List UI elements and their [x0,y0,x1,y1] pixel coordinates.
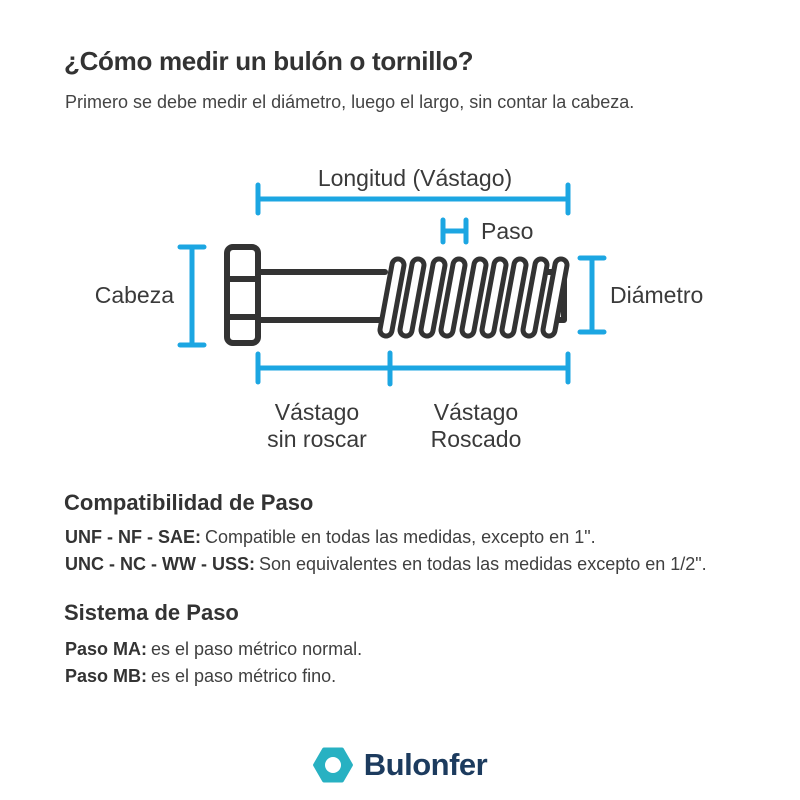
bolt-drawing [224,244,564,346]
plain-shank-label-line2: sin roscar [267,426,367,452]
head-label: Cabeza [95,282,174,308]
pitch-system-item: Paso MB:es el paso métrico fino. [65,663,362,690]
compatibility-item-description: Son equivalentes en todas las medidas ex… [258,554,707,574]
threaded-shank-label-line2: Roscado [431,426,522,452]
page-subtitle: Primero se debe medir el diámetro, luego… [65,92,635,112]
pitch-system-item-term: Paso MA: [65,639,148,659]
section-body-pitch-system: Paso MA:es el paso métrico normal. Paso … [65,636,362,690]
threaded-shank-label-line1: Vástago [434,399,518,425]
section-body-pitch-compatibility: UNF - NF - SAE:Compatible en todas las m… [65,524,707,578]
plain-shank-label-line1: Vástago [275,399,359,425]
head-measure [177,244,207,348]
section-heading-pitch-system: Sistema de Paso [64,600,239,625]
pitch-system-item-term: Paso MB: [65,666,148,686]
bolt-measurement-diagram: Longitud (Vástago) Paso Cabeza Diámetro … [95,165,704,452]
pitch-system-item: Paso MA:es el paso métrico normal. [65,636,362,663]
bolt-threads [386,265,561,330]
pitch-system-item-description: es el paso métrico fino. [151,666,337,686]
compatibility-item: UNC - NC - WW - USS:Son equivalentes en … [65,551,707,578]
diameter-measure [577,255,607,335]
section-heading-pitch-compatibility: Compatibilidad de Paso [64,490,314,515]
compatibility-item-term: UNF - NF - SAE: [65,527,201,547]
hex-nut-icon [312,747,353,783]
diameter-label: Diámetro [610,282,703,308]
measurement-marks [177,182,607,387]
brand-logo: Bulonfer [0,746,800,784]
page-title: ¿Cómo medir un bulón o tornillo? [64,46,474,76]
shank-sections-measure [255,350,571,387]
compatibility-item-description: Compatible en todas las medidas, excepto… [204,527,596,547]
compatibility-item: UNF - NF - SAE:Compatible en todas las m… [65,524,707,551]
pitch-label: Paso [481,218,533,244]
length-label: Longitud (Vástago) [318,165,512,191]
length-measure [255,182,571,216]
pitch-system-item-description: es el paso métrico normal. [151,639,363,659]
brand-name: Bulonfer [363,747,488,782]
bolt-head [224,244,261,346]
pitch-measure [440,217,469,245]
compatibility-item-term: UNC - NC - WW - USS: [65,554,255,574]
